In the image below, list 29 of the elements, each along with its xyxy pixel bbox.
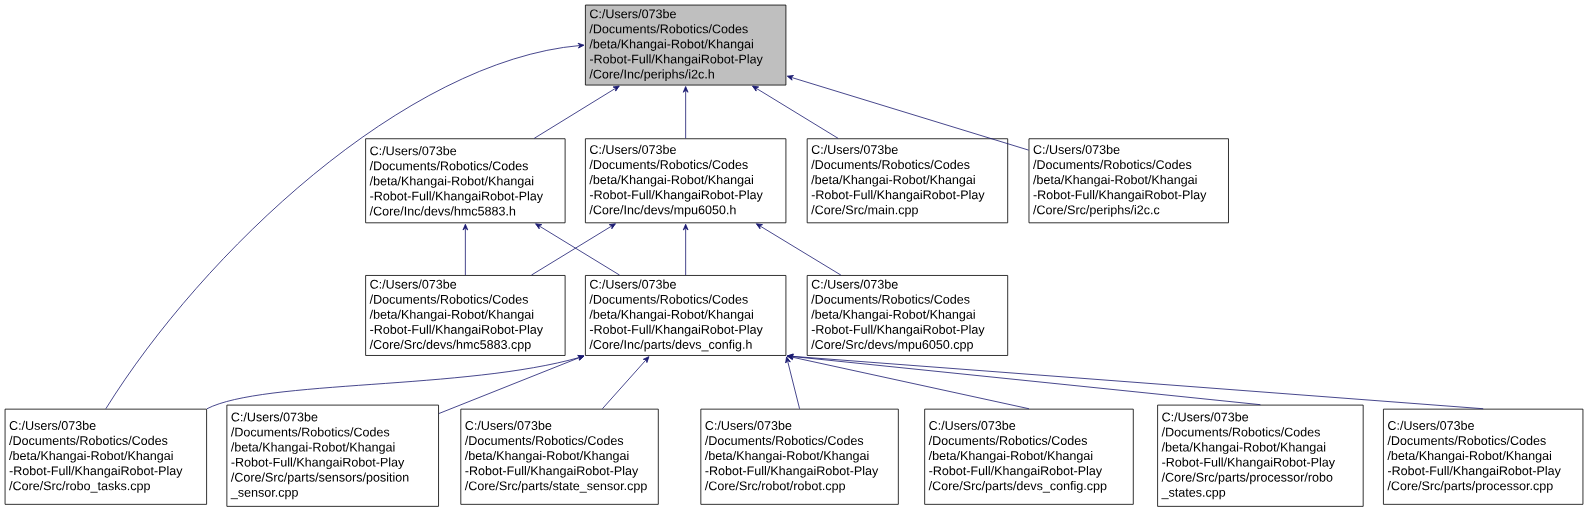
arrow <box>786 353 1484 410</box>
file-box: C:/Users/073be /Documents/Robotics/Codes /beta/Khangai-Robot/Khangai -Robot-Full/KhangaiRobot-Play /Core/Inc/parts/devs_config.h <box>585 275 787 356</box>
file-box: C:/Users/073be /Documents/Robotics/Codes /beta/Khangai-Robot/Khangai -Robot-Full/KhangaiRobot-Play /Core/Src/parts/devs_config.cpp <box>924 408 1134 505</box>
arrow <box>682 86 689 139</box>
arrow <box>206 355 585 410</box>
arrow <box>786 75 1029 151</box>
arrow <box>462 223 469 276</box>
arrow <box>752 85 839 139</box>
arrow <box>755 223 842 276</box>
arrow <box>602 356 650 410</box>
arrow <box>105 42 585 410</box>
arrow <box>438 355 585 414</box>
file-box: C:/Users/073be /Documents/Robotics/Codes /beta/Khangai-Robot/Khangai -Robot-Full/KhangaiRobot-Play /Core/Inc/devs/mpu6050.h <box>585 138 787 224</box>
arrow <box>533 85 620 139</box>
file-box: C:/Users/073be /Documents/Robotics/Codes /beta/Khangai-Robot/Khangai -Robot-Full/KhangaiRobot-Play /Core/Inc/devs/hmc5883.h <box>365 138 566 224</box>
file-box: C:/Users/073be /Documents/Robotics/Codes /beta/Khangai-Robot/Khangai -Robot-Full/KhangaiRobot-Play /Core/Src/parts/sensors/position _sensor.cpp <box>226 404 439 507</box>
arrow <box>786 354 1030 410</box>
file-box: C:/Users/073be /Documents/Robotics/Codes /beta/Khangai-Robot/Khangai -Robot-Full/KhangaiRobot-Play /Core/Src/robot/robot.cpp <box>700 408 899 505</box>
file-box: C:/Users/073be /Documents/Robotics/Codes /beta/Khangai-Robot/Khangai -Robot-Full/KhangaiRobot-Play /Core/Src/robo_tasks.cpp <box>4 408 207 505</box>
file-box: C:/Users/073be /Documents/Robotics/Codes /beta/Khangai-Robot/Khangai -Robot-Full/KhangaiRobot-Play /Core/Src/devs/mpu6050.cpp <box>806 275 1009 356</box>
file-box: C:/Users/073be /Documents/Robotics/Codes /beta/Khangai-Robot/Khangai -Robot-Full/KhangaiRobot-Play /Core/Inc/periphs/i2c.h <box>585 4 787 86</box>
file-box: C:/Users/073be /Documents/Robotics/Codes /beta/Khangai-Robot/Khangai -Robot-Full/KhangaiRobot-Play /Core/Src/main.cpp <box>806 138 1009 224</box>
file-box: C:/Users/073be /Documents/Robotics/Codes /beta/Khangai-Robot/Khangai -Robot-Full/KhangaiRobot-Play /Core/Src/periphs/i2c.c <box>1028 138 1229 224</box>
arrow <box>785 356 800 410</box>
file-box: C:/Users/073be /Documents/Robotics/Codes /beta/Khangai-Robot/Khangai -Robot-Full/KhangaiRobot-Play /Core/Src/parts/processor/robo _states.cpp <box>1157 404 1364 507</box>
file-box: C:/Users/073be /Documents/Robotics/Codes /beta/Khangai-Robot/Khangai -Robot-Full/KhangaiRobot-Play /Core/Src/parts/state_sensor.cpp <box>460 408 659 505</box>
file-box: C:/Users/073be /Documents/Robotics/Codes /beta/Khangai-Robot/Khangai -Robot-Full/KhangaiRobot-Play /Core/Src/devs/hmc5883.cpp <box>365 275 566 356</box>
arrow <box>682 223 689 276</box>
file-box: C:/Users/073be /Documents/Robotics/Codes /beta/Khangai-Robot/Khangai -Robot-Full/KhangaiRobot-Play /Core/Src/parts/processor.cpp <box>1383 408 1584 505</box>
